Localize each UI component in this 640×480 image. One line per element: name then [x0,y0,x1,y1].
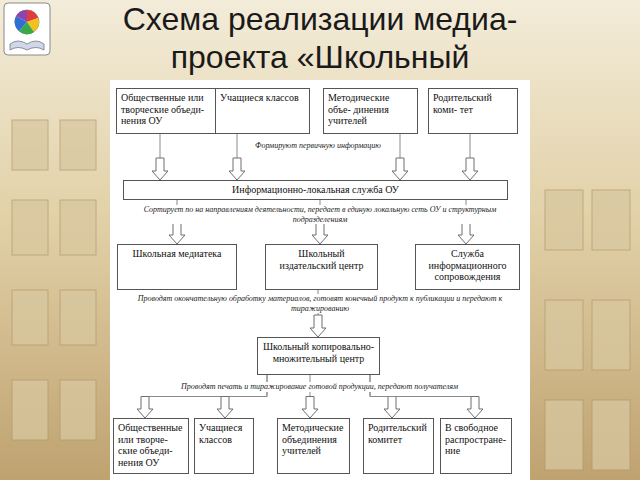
block-arrowhead [137,397,153,419]
process-box: Общественные или творческие объеди- нени… [116,88,216,134]
flow-note: Формируют первичную информацию [252,141,384,151]
slide-title: Схема реализации медиа- проекта «Школьны… [80,0,560,76]
box-text: Общественные или творческие объеди- нени… [121,92,211,127]
logo-frame [4,3,50,55]
box-text: Родительский коми- тет [433,92,513,115]
window [592,190,630,250]
box-text: Родительский комитет [368,422,429,445]
window [60,290,96,345]
block-arrowhead [310,315,326,337]
window [12,290,48,345]
block-arrowhead [458,222,474,244]
logo-circle [15,10,39,34]
process-box: Учащиеся классов [194,418,254,474]
block-arrowhead [312,222,328,244]
diagram-panel [110,80,530,480]
window [60,200,96,255]
block-arrowhead [229,158,245,180]
process-box: Методические объе- динения учителей [323,88,418,134]
flow-note: Проводят печать и тиражирование готовой … [178,382,461,392]
block-arrowhead [467,397,483,419]
logo-segment [16,10,27,22]
school-logo [4,3,50,55]
box-text: Служба информационного сопровождения [420,248,515,283]
window [545,300,583,370]
block-arrowhead [462,158,478,180]
box-text: Школьная медиатека [122,248,232,260]
box-text: В свободное распростране- ние [445,422,507,457]
window [60,380,96,440]
window [592,400,630,470]
block-arrowhead [384,397,400,419]
flow-arrow [229,134,245,180]
box-text: Методические объединения учителей [282,422,345,457]
window [592,300,630,370]
box-text: Учащиеся классов [220,92,305,104]
window [545,400,583,470]
window [12,380,48,440]
flow-note: Проводят окончательную обработку материа… [113,294,527,313]
box-text: Школьный копировально-множительный центр [262,341,375,364]
window [545,190,583,250]
flow-arrow [152,134,168,180]
process-box: Школьный копировально-множительный центр [257,337,380,375]
window [12,120,48,170]
box-text: Информационно-локальная служба ОУ [128,184,503,196]
process-box: Учащиеся классов [215,88,310,134]
process-box: Информационно-локальная служба ОУ [123,180,508,200]
box-text: Школьный издательский центр [270,248,373,271]
flow-arrow [462,134,478,180]
block-arrowhead [392,158,408,180]
block-arrowhead [302,397,318,419]
process-box: Методические объединения учителей [277,418,350,474]
process-box: Служба информационного сопровождения [415,244,520,290]
process-box: В свободное распростране- ние [440,418,512,474]
block-arrowhead [217,397,233,419]
window [60,120,96,170]
window [12,200,48,255]
flow-note: Сортирует по на направлениям деятельност… [113,205,527,224]
block-arrowhead [169,222,185,244]
block-arrowhead [152,158,168,180]
process-box: Школьный издательский центр [265,244,378,290]
process-box: Родительский комитет [363,418,434,474]
box-text: Методические объе- динения учителей [328,92,413,127]
process-box: Родительский коми- тет [428,88,518,134]
flow-arrow [392,134,408,180]
box-text: Учащиеся классов [199,422,249,445]
box-text: Общественные или творче- ские объеди- не… [118,422,184,468]
process-box: Школьная медиатека [117,244,237,290]
logo-book [10,41,44,50]
process-box: Общественные или творче- ские объеди- не… [113,418,189,474]
